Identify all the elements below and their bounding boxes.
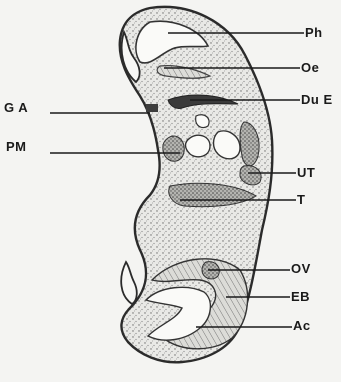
- label-due: Du E: [301, 93, 333, 107]
- label-ac: Ac: [293, 319, 311, 333]
- label-pm: PM: [6, 140, 27, 154]
- label-oe: Oe: [301, 61, 319, 75]
- ganglion-mark: [146, 104, 158, 112]
- label-t: T: [297, 193, 305, 207]
- label-eb: EB: [291, 290, 310, 304]
- label-ov: OV: [291, 262, 311, 276]
- upper-lumen: [196, 115, 209, 128]
- tail-hook: [121, 262, 137, 304]
- pronephros-lumen: [186, 135, 211, 157]
- label-ut: UT: [297, 166, 315, 180]
- dense-tissue-left: [163, 136, 184, 161]
- label-ga: G A: [4, 101, 28, 115]
- label-ph: Ph: [305, 26, 323, 40]
